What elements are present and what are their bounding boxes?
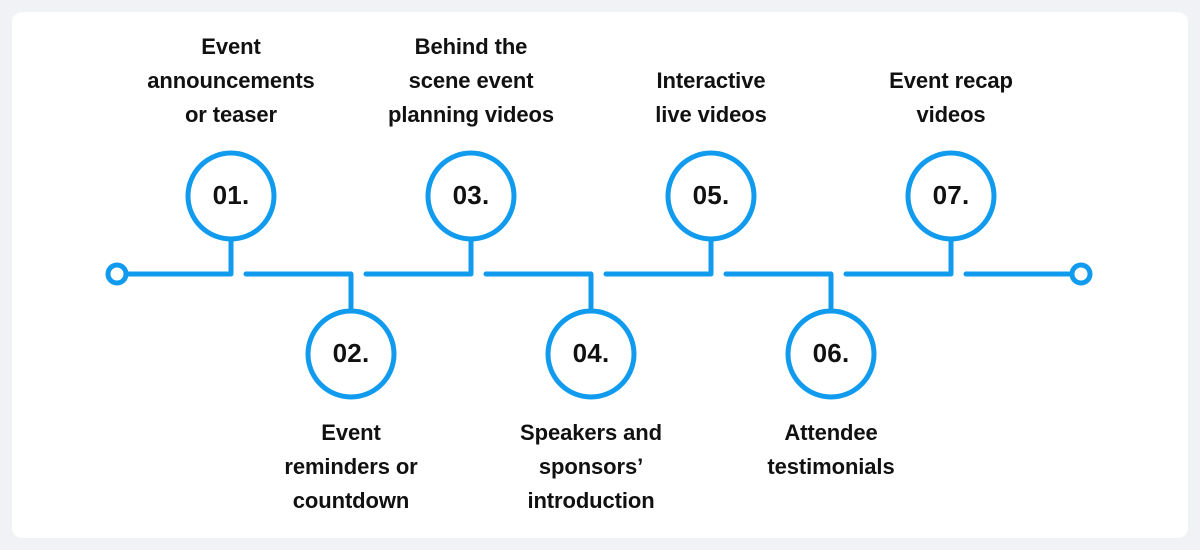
node-circle-1	[185, 150, 277, 242]
node-circle-7	[905, 150, 997, 242]
node-number-1: 01.	[213, 180, 250, 210]
node-label-2-line-2: reminders or	[284, 454, 418, 479]
timeline-segment-6	[723, 271, 834, 314]
node-label-4: Speakers and sponsors’ introduction	[520, 416, 662, 518]
node-number-7: 07.	[933, 180, 970, 210]
timeline-segment-3	[363, 236, 474, 277]
node-label-2: Event reminders or countdown	[284, 416, 417, 518]
node-number-5: 05.	[693, 180, 730, 210]
node-circle-2	[305, 308, 397, 400]
node-circle-3	[425, 150, 517, 242]
node-circle-6	[785, 308, 877, 400]
timeline-node-4[interactable]: 04.	[545, 308, 637, 400]
timeline-node-3[interactable]: 03.	[425, 150, 517, 242]
node-label-6-line-2: testimonials	[767, 454, 895, 479]
node-label-1-line-2: announcements	[147, 68, 315, 93]
timeline-node-6[interactable]: 06.	[785, 308, 877, 400]
node-number-3: 03.	[453, 180, 490, 210]
node-label-5-line-1: Interactive	[656, 68, 766, 93]
node-label-4-line-3: introduction	[527, 488, 655, 513]
node-number-6: 06.	[813, 338, 850, 368]
timeline-node-1[interactable]: 01.	[185, 150, 277, 242]
timeline-segment-2	[243, 271, 354, 314]
timeline-segment-1	[123, 236, 234, 277]
node-label-1: Event announcements or teaser	[147, 30, 315, 132]
node-label-3-line-1: Behind the	[414, 34, 528, 59]
node-label-2-line-1: Event	[321, 420, 381, 445]
node-label-5-line-2: live videos	[655, 102, 767, 127]
node-label-1-line-1: Event	[201, 34, 261, 59]
timeline-endpoint-right	[1069, 262, 1093, 286]
timeline-segment-5	[603, 236, 714, 277]
node-label-4-line-1: Speakers and	[520, 420, 662, 445]
node-number-2: 02.	[333, 338, 370, 368]
node-label-3-line-2: scene event	[408, 68, 534, 93]
timeline-endpoints	[105, 262, 1093, 286]
timeline-nodes: 01. 02. 03. 04. 05. 06. 07.	[185, 150, 997, 400]
node-label-7-line-1: Event recap	[889, 68, 1013, 93]
timeline-endpoint-left	[105, 262, 129, 286]
node-label-6: Attendee testimonials	[767, 416, 894, 484]
timeline-connector-lines	[123, 236, 1075, 314]
node-label-3-line-3: planning videos	[388, 102, 554, 127]
timeline-segment-7	[843, 236, 954, 277]
node-label-5: Interactive live videos	[655, 64, 767, 132]
node-circle-4	[545, 308, 637, 400]
node-number-4: 04.	[573, 338, 610, 368]
node-label-7: Event recap videos	[889, 64, 1013, 132]
node-label-7-line-2: videos	[916, 102, 986, 127]
timeline-segment-4	[483, 271, 594, 314]
node-label-1-line-3: or teaser	[184, 102, 278, 127]
timeline-node-2[interactable]: 02.	[305, 308, 397, 400]
timeline-node-7[interactable]: 07.	[905, 150, 997, 242]
node-circle-5	[665, 150, 757, 242]
timeline-node-5[interactable]: 05.	[665, 150, 757, 242]
node-label-2-line-3: countdown	[292, 488, 410, 513]
node-label-6-line-1: Attendee	[784, 420, 878, 445]
node-label-4-line-2: sponsors’	[538, 454, 644, 479]
node-label-3: Behind the scene event planning videos	[388, 30, 554, 132]
